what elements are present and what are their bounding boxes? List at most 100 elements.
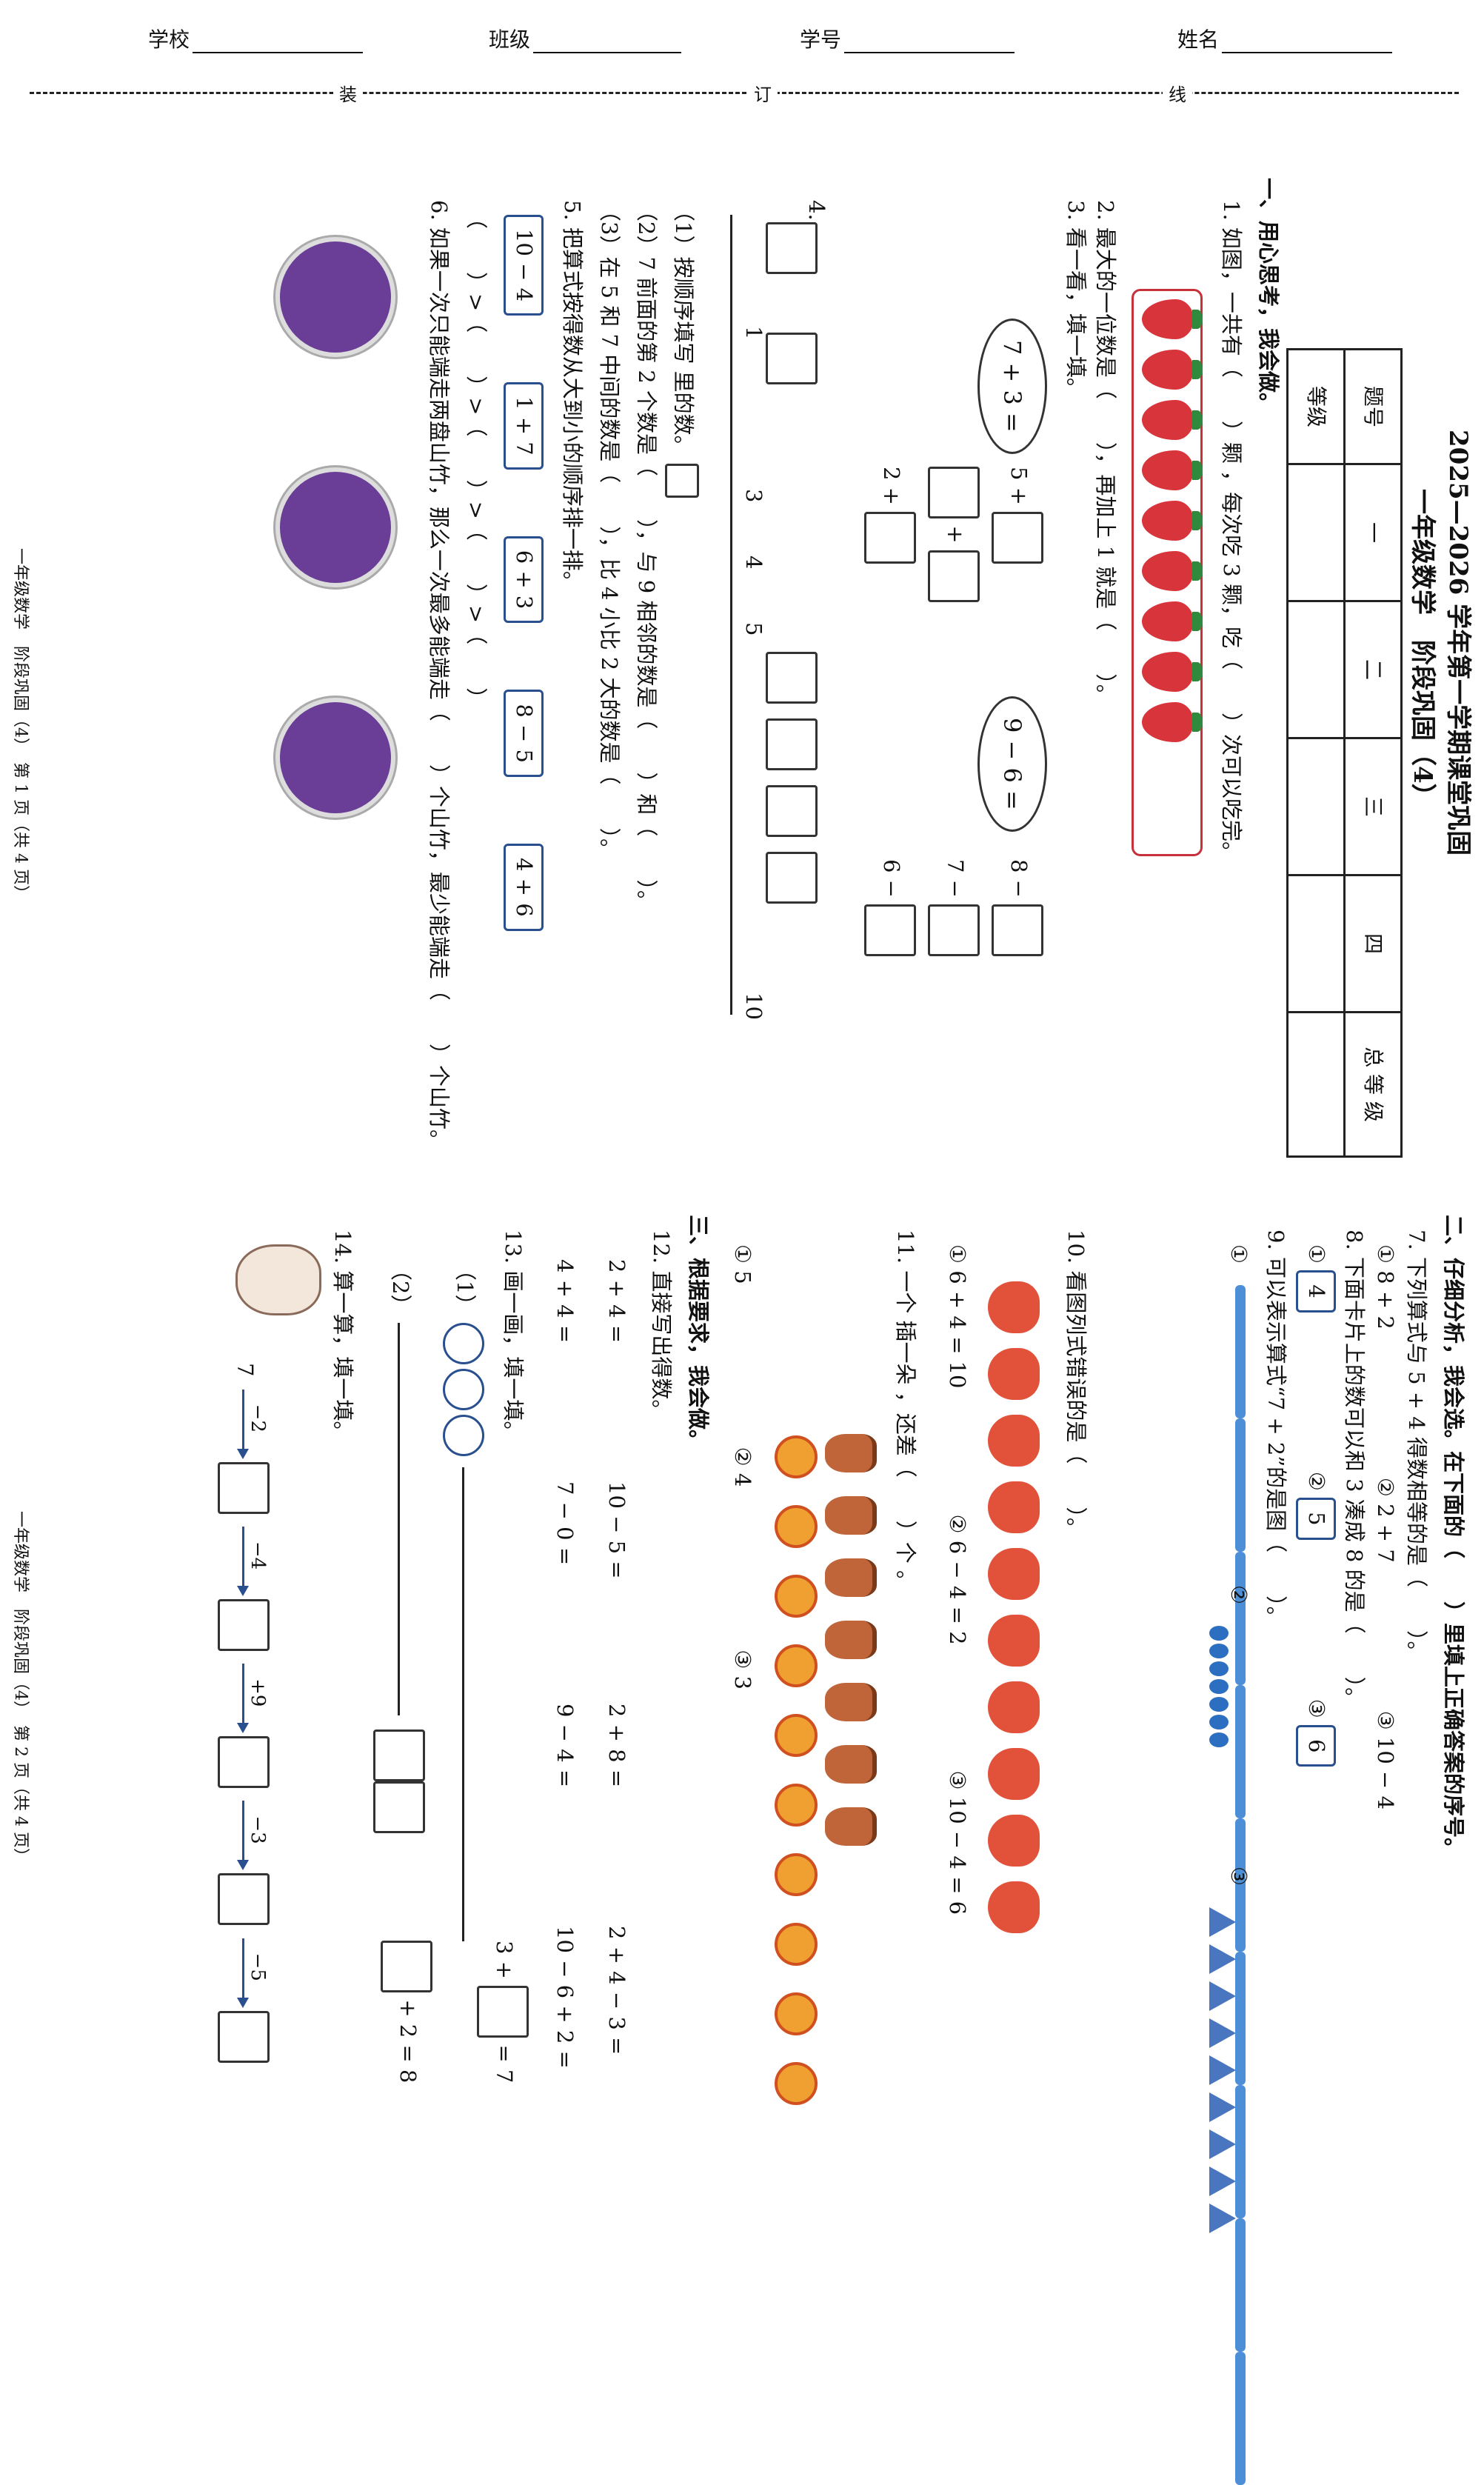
answer-box[interactable] xyxy=(373,1781,425,1833)
drawing-line[interactable] xyxy=(462,1467,465,1941)
arrow-icon: −3 xyxy=(242,1801,270,1868)
option[interactable]: ① 6 + 4 = 10 xyxy=(945,1244,970,1389)
answer-box[interactable] xyxy=(218,1461,270,1514)
q9-option-2[interactable]: ② xyxy=(1200,1585,1255,1750)
answer-box[interactable] xyxy=(766,785,818,837)
option[interactable]: ① 8 + 2 xyxy=(1373,1244,1398,1330)
answer-box[interactable] xyxy=(864,512,916,564)
option[interactable]: ③ 6 xyxy=(1296,1699,1336,1772)
cut-label: 订 xyxy=(748,80,778,106)
grade-cell[interactable] xyxy=(1287,738,1345,875)
q11-options: ① 5 ② 4 ③ 3 xyxy=(726,1244,759,1690)
vase-icon xyxy=(825,1745,877,1784)
expression-card: 1 + 7 xyxy=(504,382,544,470)
question-12: 12. 直接写出得数。 xyxy=(649,1230,674,1421)
number-line xyxy=(730,215,732,1015)
grade-cell[interactable] xyxy=(1287,464,1345,601)
flower-icon xyxy=(775,1505,818,1548)
flower-icon xyxy=(775,1784,818,1827)
option[interactable]: ③ 10 − 4 xyxy=(1373,1710,1398,1810)
score-col: 四 xyxy=(1344,875,1402,1013)
grade-cell[interactable] xyxy=(1287,875,1345,1013)
answer-box[interactable] xyxy=(928,467,980,518)
question-4-2: （2）7 前面的第 2 个数是（ ），与 9 相邻的数是（ ）和（ ）。 xyxy=(634,200,659,912)
q9-option-1[interactable]: ① xyxy=(1223,1244,1255,2485)
oral-calc-item[interactable]: 10 − 5 = xyxy=(604,1481,629,1579)
binding-cut-line xyxy=(30,92,1459,94)
answer-box[interactable] xyxy=(766,652,818,704)
school-field[interactable]: 学校 xyxy=(148,24,364,53)
dog-icon xyxy=(988,1548,1040,1600)
answer-box[interactable] xyxy=(928,550,980,602)
flower-icon xyxy=(775,1992,818,2035)
answer-box[interactable] xyxy=(864,904,916,957)
oral-calc-item[interactable]: 2 + 4 = xyxy=(604,1259,629,1344)
q3-eq-row: 6 − xyxy=(860,859,923,957)
q13-part-2: （2） xyxy=(373,1259,425,1833)
flower-icon xyxy=(775,1644,818,1687)
circle-icon xyxy=(443,1368,484,1410)
question-14: 14. 算一算，填一填。 xyxy=(330,1230,355,1443)
oral-calc-item[interactable]: 7 − 0 = xyxy=(552,1481,578,1566)
answer-box[interactable] xyxy=(766,222,818,274)
flower-icon xyxy=(775,1435,818,1478)
student-id-field[interactable]: 学号 xyxy=(800,24,1015,53)
strawberry-row xyxy=(1142,299,1194,753)
name-field[interactable]: 姓名 xyxy=(1177,24,1393,53)
answer-box[interactable] xyxy=(381,1941,432,1992)
answer-box[interactable] xyxy=(766,718,818,770)
answer-box[interactable] xyxy=(928,904,980,957)
strawberry-icon xyxy=(1142,551,1194,591)
question-4-1: （1）按顺序填写 里的数。 xyxy=(665,200,699,498)
expression-card: 8 − 5 xyxy=(504,690,544,778)
question-7: 7. 下列算式与 5 + 4 得数相等的是（ ）。 xyxy=(1404,1230,1429,1663)
vase-icon xyxy=(825,1807,877,1846)
answer-box[interactable] xyxy=(766,333,818,385)
rabbit-icon xyxy=(227,1244,321,1315)
question-4-3: （3）在 5 和 7 中间的数是（ ），比 4 小比 2 大的数是（ ）。 xyxy=(597,200,622,861)
q3-eq-row: 8 − xyxy=(987,859,1051,957)
grade-cell[interactable] xyxy=(1287,1012,1345,1157)
q3-eq-row: 2 + xyxy=(860,467,923,602)
answer-box[interactable] xyxy=(218,1873,270,1926)
answer-box[interactable] xyxy=(218,1598,270,1651)
cut-label: 装 xyxy=(333,80,363,106)
option[interactable]: ① 4 xyxy=(1296,1244,1336,1317)
dog-icon xyxy=(988,1815,1040,1867)
answer-box[interactable] xyxy=(218,2010,270,2063)
option[interactable]: ② 2 + 7 xyxy=(1373,1477,1398,1563)
q5-answer-chain[interactable]: （ ）>（ ）>（ ）>（ ）>（ ） xyxy=(464,207,489,710)
oral-calc-item[interactable]: 9 − 4 = xyxy=(552,1704,578,1788)
q9-option-3[interactable]: ③ xyxy=(1208,1867,1255,2241)
q12-fill-1: 3 + = 7 xyxy=(477,1941,529,2083)
drawing-line[interactable] xyxy=(398,1322,401,1715)
oral-calc-item[interactable]: 4 + 4 = xyxy=(552,1259,578,1344)
grade-cell[interactable] xyxy=(1287,601,1345,738)
class-field[interactable]: 班级 xyxy=(489,24,682,53)
answer-box[interactable] xyxy=(477,1986,529,2038)
flower-icon xyxy=(775,1575,818,1618)
option[interactable]: ① 5 xyxy=(730,1244,755,1284)
answer-box[interactable] xyxy=(766,852,818,904)
answer-box[interactable] xyxy=(992,512,1043,564)
option[interactable]: ② 5 xyxy=(1296,1472,1336,1544)
answer-box[interactable] xyxy=(373,1729,425,1781)
answer-box[interactable] xyxy=(218,1736,270,1789)
oral-calc-item[interactable]: 2 + 8 = xyxy=(604,1704,629,1788)
dog-icon xyxy=(988,1415,1040,1467)
dog-icon xyxy=(988,1481,1040,1533)
question-4: 4. xyxy=(804,200,829,221)
section-3-heading: 三、根据要求，我会做。 xyxy=(686,1215,711,1452)
option[interactable]: ③ 3 xyxy=(730,1650,755,1690)
doc-subtitle: 一年级数学 阶段巩固（4） xyxy=(1408,489,1437,809)
answer-box[interactable] xyxy=(992,904,1043,957)
page-footer: 一年级数学 阶段巩固（4） 第 1 页（共 4 页） xyxy=(11,548,30,901)
page-footer: 一年级数学 阶段巩固（4） 第 2 页（共 4 页） xyxy=(11,1511,30,1864)
option[interactable]: ② 6 − 4 = 2 xyxy=(945,1514,970,1645)
q14-chain: 7 −2 −4 +9 −3 −5 xyxy=(218,1363,270,2063)
oral-calc-item[interactable]: 2 + 4 − 3 = xyxy=(604,1926,629,2055)
vase-icon xyxy=(825,1434,877,1472)
option[interactable]: ② 4 xyxy=(730,1447,755,1487)
oral-calc-item[interactable]: 10 − 6 + 2 = xyxy=(552,1926,578,2069)
option[interactable]: ③ 10 − 4 = 6 xyxy=(945,1770,970,1915)
